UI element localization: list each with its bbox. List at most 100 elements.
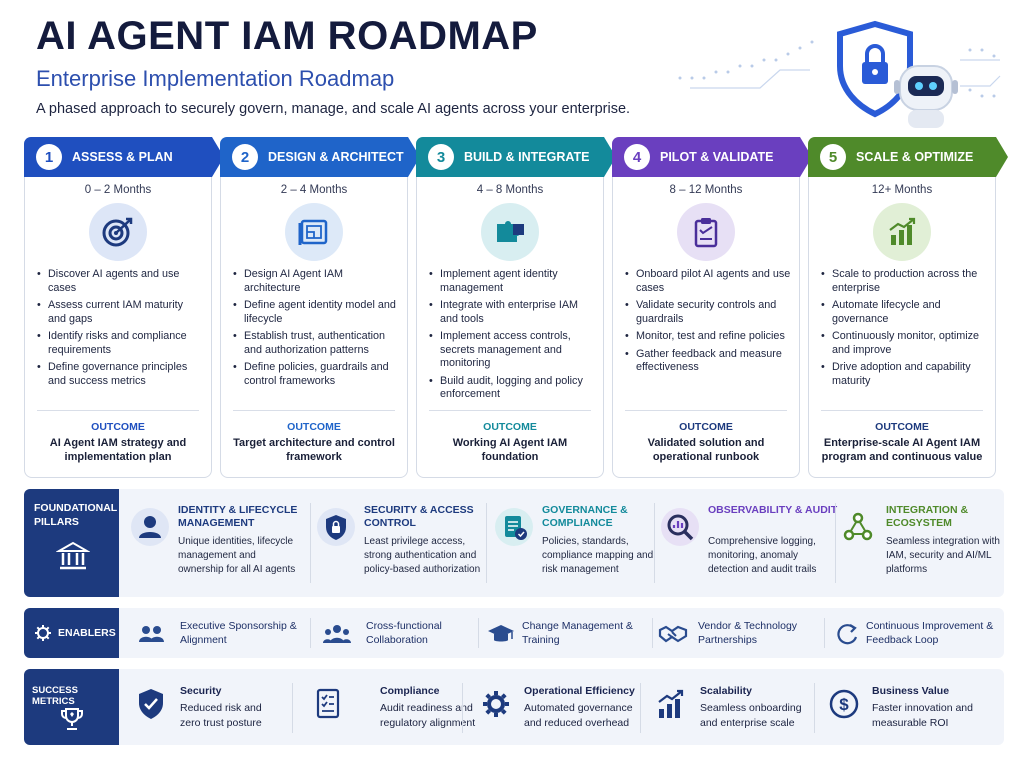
phase-header-1[interactable]: 1 ASSESS & PLAN — [24, 137, 224, 177]
divider — [478, 618, 479, 648]
divider — [310, 618, 311, 648]
hero-shield-robot-illustration — [678, 20, 1001, 128]
outcome-label: OUTCOME — [875, 421, 929, 433]
metric-title: Business Value — [872, 685, 950, 697]
pillar-description: Policies, standards, compliance mapping … — [542, 536, 654, 575]
list-item: Discover AI agents and use cases — [37, 268, 203, 295]
pillar-title: SECURITY & ACCESS CONTROL — [364, 504, 474, 529]
pillar-security: SECURITY & ACCESS CONTROL Least privileg… — [316, 497, 486, 591]
pillar-description: Comprehensive logging, monitoring, anoma… — [708, 536, 817, 575]
phase-header-2[interactable]: 2 DESIGN & ARCHITECT — [220, 137, 420, 177]
metric-item: Operational Efficiency Automated governa… — [480, 677, 650, 739]
metric-title: Security — [180, 685, 222, 697]
divider — [462, 683, 463, 733]
phase-header-5[interactable]: 5 SCALE & OPTIMIZE — [808, 137, 1008, 177]
metric-description: Faster innovation and measurable ROI — [872, 702, 973, 729]
enablers-label-block: ENABLERS — [24, 608, 119, 658]
metric-title: Operational Efficiency — [524, 685, 635, 697]
blueprint-icon — [285, 203, 343, 261]
pillars-label-block: FOUNDATIONAL PILLARS — [24, 489, 119, 597]
document-check-icon — [495, 508, 533, 546]
phase-card-1: 1 ASSESS & PLAN 0 – 2 Months Discover AI… — [24, 137, 224, 478]
enabler-item: Vendor & Technology Partnerships — [658, 616, 828, 652]
pillar-title: IDENTITY & LIFECYCLE MANAGEMENT — [178, 504, 298, 529]
divider — [652, 618, 653, 648]
target-icon — [89, 203, 147, 261]
phase-card-3: 3 BUILD & INTEGRATE 4 – 8 Months Impleme… — [416, 137, 616, 478]
phase-duration: 12+ Months — [871, 184, 933, 196]
phase-duration: 8 – 12 Months — [669, 184, 743, 196]
list-item: Identify risks and compliance requiremen… — [37, 330, 203, 357]
metrics-label-block: SUCCESS METRICS — [24, 669, 119, 745]
page-tagline: A phased approach to securely govern, ma… — [36, 101, 631, 117]
pillar-description: Unique identities, lifecycle management … — [178, 536, 296, 575]
shield-check-icon — [139, 689, 163, 719]
divider — [429, 410, 591, 411]
shield-icon — [317, 508, 355, 546]
gear-icon — [35, 625, 51, 641]
bar-growth-icon — [658, 689, 684, 718]
growth-chart-icon — [873, 203, 931, 261]
phase-activity-list: Implement agent identity management Inte… — [429, 268, 595, 406]
divider — [486, 503, 487, 583]
list-item: Monitor, test and refine policies — [625, 330, 791, 344]
enabler-item: Cross-functional Collaboration — [322, 616, 482, 652]
phase-title: SCALE & OPTIMIZE — [856, 150, 974, 164]
phase-title: DESIGN & ARCHITECT — [268, 150, 404, 164]
outcome-label: OUTCOME — [91, 421, 145, 433]
list-item: Design AI Agent IAM architecture — [233, 268, 399, 295]
divider — [625, 410, 787, 411]
pillar-title: INTEGRATION & ECOSYSTEM — [886, 504, 969, 529]
phase-header-4[interactable]: 4 PILOT & VALIDATE — [612, 137, 812, 177]
phase-duration: 0 – 2 Months — [84, 184, 152, 196]
list-item: Validate security controls and guardrail… — [625, 299, 791, 326]
outcome-text: Working AI Agent IAM foundation — [452, 437, 568, 463]
list-item: Integrate with enterprise IAM and tools — [429, 299, 595, 326]
checklist-icon — [316, 688, 340, 719]
enabler-item: Continuous Improvement & Feedback Loop — [832, 616, 998, 652]
outcome-label: OUTCOME — [483, 421, 537, 433]
phase-activity-list: Scale to production across the enterpris… — [821, 268, 987, 392]
trophy-icon — [61, 708, 83, 730]
list-item: Gather feedback and measure effectivenes… — [625, 348, 791, 375]
divider — [814, 683, 815, 733]
foundational-pillars-band: FOUNDATIONAL PILLARS IDENTITY & LIFECYCL… — [24, 489, 1004, 597]
page-subtitle: Enterprise Implementation Roadmap — [36, 66, 395, 91]
divider — [37, 410, 199, 411]
phase-number-badge: 3 — [428, 144, 454, 170]
success-metrics-band: SUCCESS METRICS Security Reduced risk an… — [24, 669, 1004, 745]
list-item: Onboard pilot AI agents and use cases — [625, 268, 791, 295]
list-item: Drive adoption and capability maturity — [821, 361, 987, 388]
outcome-label: OUTCOME — [679, 421, 733, 433]
enabler-text: Executive Sponsorship & Alignment — [180, 620, 297, 646]
refresh-icon — [837, 624, 858, 645]
dollar-icon: $ — [829, 689, 859, 719]
pillar-integration: INTEGRATION & ECOSYSTEM Seamless integra… — [838, 497, 1000, 591]
divider — [654, 503, 655, 583]
phase-activity-list: Discover AI agents and use cases Assess … — [37, 268, 203, 392]
gear-icon — [483, 691, 509, 717]
enabler-item: Change Management & Training — [486, 616, 656, 652]
metric-item: Scalability Seamless onboarding and ente… — [656, 677, 826, 739]
outcome-text: Enterprise-scale AI Agent IAM program an… — [821, 437, 983, 463]
puzzle-icon — [481, 203, 539, 261]
people-icon — [139, 626, 164, 642]
phase-duration: 2 – 4 Months — [280, 184, 348, 196]
metric-description: Automated governance and reduced overhea… — [524, 702, 633, 729]
outcome-label: OUTCOME — [287, 421, 341, 433]
phase-card-4: 4 PILOT & VALIDATE 8 – 12 Months Onboard… — [612, 137, 812, 478]
enabler-text: Vendor & Technology Partnerships — [698, 620, 798, 646]
phase-duration: 4 – 8 Months — [476, 184, 544, 196]
pillar-description: Seamless integration with IAM, security … — [886, 536, 1000, 575]
metric-description: Reduced risk and zero trust posture — [180, 702, 262, 729]
enablers-band: ENABLERS Executive Sponsorship & Alignme… — [24, 608, 1004, 658]
metric-title: Compliance — [380, 685, 440, 697]
list-item: Implement access controls, secrets manag… — [429, 330, 595, 371]
divider — [233, 410, 395, 411]
metric-description: Seamless onboarding and enterprise scale — [700, 702, 802, 729]
pillar-identity: IDENTITY & LIFECYCLE MANAGEMENT Unique i… — [130, 497, 310, 591]
pillar-title: OBSERVABILITY & AUDIT — [708, 504, 838, 516]
phase-title: PILOT & VALIDATE — [660, 150, 774, 164]
phase-header-3[interactable]: 3 BUILD & INTEGRATE — [416, 137, 616, 177]
pillar-title: GOVERNANCE & COMPLIANCE — [542, 504, 628, 529]
